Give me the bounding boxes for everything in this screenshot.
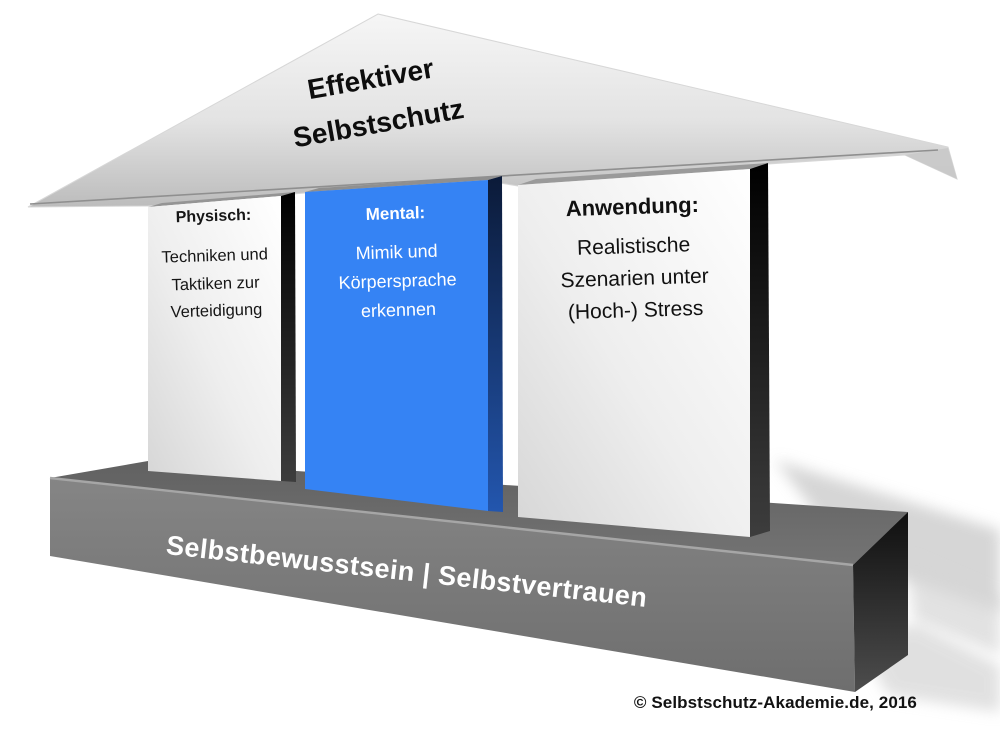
pillar-mental-front xyxy=(305,180,488,511)
pillar-anwendung-side xyxy=(750,163,770,537)
pillar-mental-text: Mental: Mimik und Körpersprache erkennen xyxy=(301,200,493,328)
pillar-physisch-line: Taktiken zur xyxy=(171,273,260,294)
floor-shadow-mid xyxy=(906,558,1000,655)
base-right-face xyxy=(853,512,908,692)
pillar-physisch-line: Verteidigung xyxy=(170,300,263,322)
pillar-physisch-side xyxy=(281,192,296,482)
pillar-anwendung-front xyxy=(518,169,750,537)
base-front-face xyxy=(50,478,855,692)
pillar-mental-side xyxy=(488,176,503,512)
pillar-anwendung-heading: Anwendung: xyxy=(565,191,700,222)
pillar-mental-line: erkennen xyxy=(360,298,437,322)
pillar-anwendung-text: Anwendung: Realistische Szenarien unter … xyxy=(514,188,754,330)
pillar-physisch-line: Techniken und xyxy=(161,245,269,267)
base-top-face xyxy=(50,461,908,565)
base-front-bevel xyxy=(49,476,854,567)
pillar-anwendung-top xyxy=(518,163,768,185)
pillar-physisch-text: Physisch: Techniken und Taktiken zur Ver… xyxy=(144,204,286,328)
pillar-physisch-top xyxy=(148,192,295,207)
roof-fold-line xyxy=(29,149,939,205)
pillar-physisch-heading: Physisch: xyxy=(175,206,252,227)
pillar-mental-heading: Mental: xyxy=(365,203,426,224)
pillar-mental-top xyxy=(305,176,502,192)
pillar-physisch-front xyxy=(148,196,281,481)
roof-eave-wedge xyxy=(905,148,957,179)
copyright-text: © Selbstschutz-Akademie.de, 2016 xyxy=(633,693,917,712)
